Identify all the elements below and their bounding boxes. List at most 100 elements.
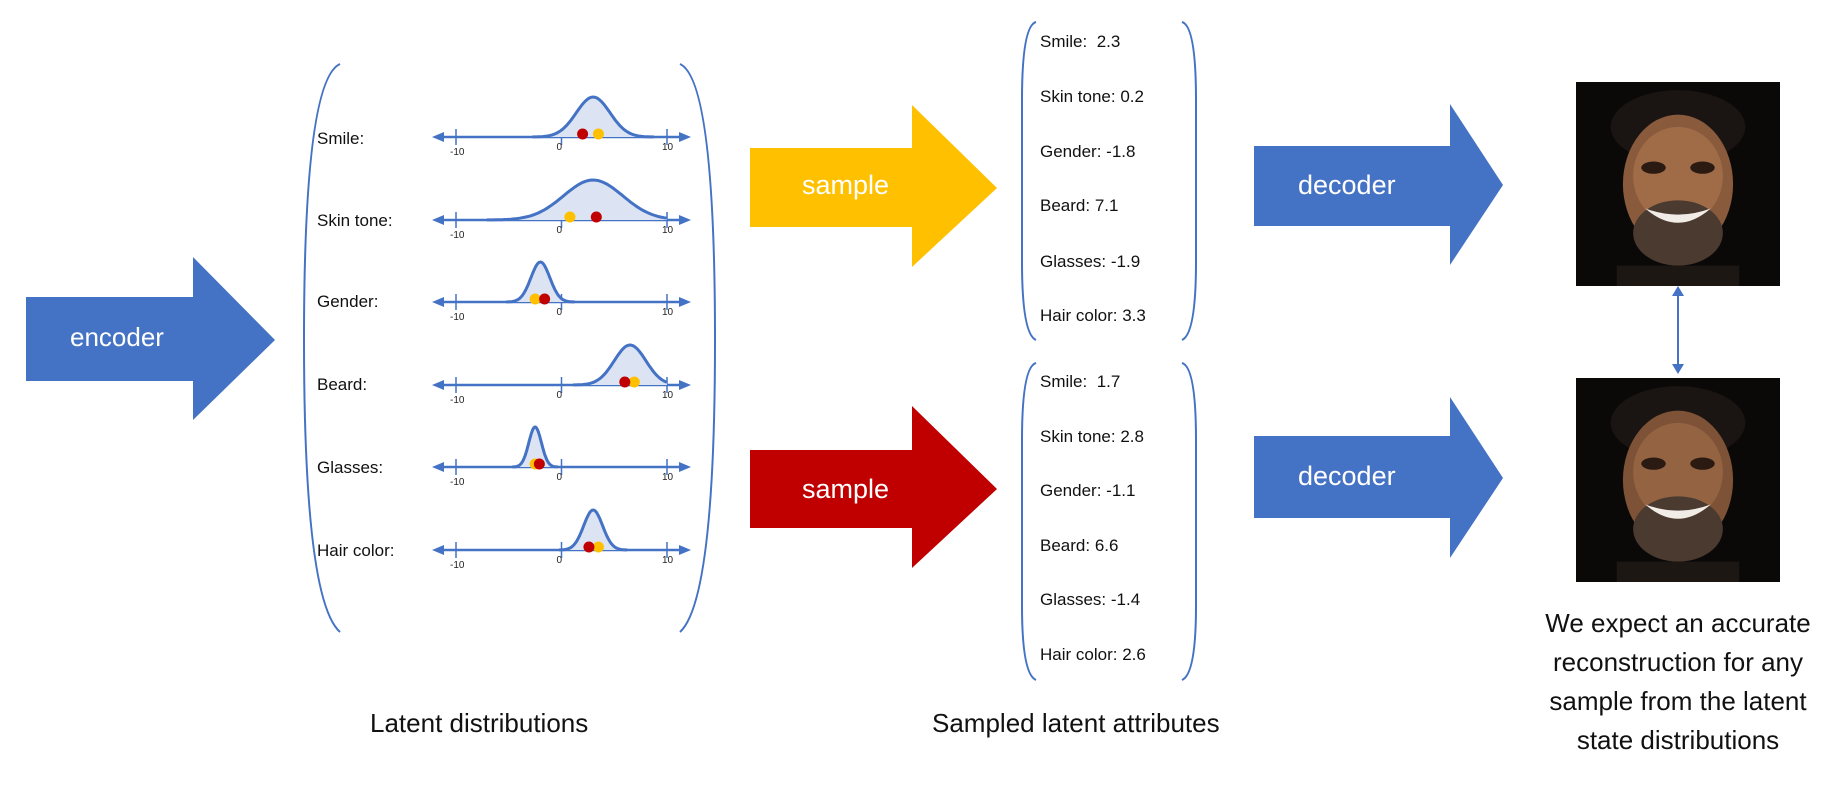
tick-label: -10 (450, 560, 465, 571)
sample-bottom-item: Hair color: 2.6 (1040, 645, 1146, 664)
axis-arrow-left (432, 545, 444, 555)
sample-dot-orange (628, 376, 640, 388)
sample-top-item: Beard: 7.1 (1040, 196, 1119, 215)
tick-label: 10 (662, 390, 674, 401)
sample-top-item: Smile: 2.3 (1040, 32, 1121, 51)
sample-top-label: sample (802, 170, 890, 200)
latent-bracket-right (679, 63, 717, 633)
axis-arrow-right (679, 380, 691, 390)
face-photo-icon (1576, 82, 1780, 286)
sample-top-bracket-right (1181, 21, 1197, 341)
tick-label: 10 (662, 225, 674, 236)
sample-top-bracket-left (1021, 21, 1037, 341)
latent-number-lines: -10 0 10 -10 0 10 -10 0 10 -10 0 10 -10 0 10 -10 0 10 (432, 95, 691, 571)
latent-label-hair-color: Hair color: (317, 541, 395, 560)
tick-label: 10 (662, 472, 674, 483)
latent-label-gender: Gender: (317, 292, 379, 311)
encoder-arrow (26, 257, 275, 420)
sample-bottom-label: sample (802, 474, 890, 504)
sample-bottom-item: Beard: 6.6 (1040, 536, 1119, 555)
tick-label: -10 (450, 312, 465, 323)
sample-arrow-bottom (750, 406, 997, 568)
latent-label-glasses: Glasses: (317, 458, 384, 477)
sample-dot-orange (592, 128, 604, 140)
distribution-fill (532, 97, 654, 137)
latent-bracket-left (302, 63, 341, 633)
distribution-curve (532, 95, 654, 139)
axis-arrow-left (432, 297, 444, 307)
double-arrow-icon (1672, 286, 1684, 374)
distribution-curve (506, 260, 575, 304)
sample-bottom-bracket-right (1181, 362, 1197, 681)
axis-arrow-right (679, 462, 691, 472)
tick-label: 0 (557, 472, 563, 483)
sample-dot-orange (564, 211, 576, 223)
tick-label: -10 (450, 395, 465, 406)
encoder-label: encoder (70, 322, 164, 352)
sample-bottom-item: Glasses: -1.4 (1040, 590, 1141, 609)
tick-label: -10 (450, 477, 465, 488)
sample-top-item: Glasses: -1.9 (1040, 252, 1141, 271)
distribution-curve (559, 508, 628, 552)
distribution-fill (486, 180, 667, 220)
axis-arrow-right (679, 545, 691, 555)
sample-dot-red (619, 376, 631, 388)
distribution-fill (573, 345, 667, 385)
output-note-line: We expect an accurate (1545, 608, 1811, 638)
axis-arrow-left (432, 462, 444, 472)
axis-arrow-left (432, 215, 444, 225)
axis-arrow-right (679, 215, 691, 225)
tick-label: 0 (557, 142, 563, 153)
tick-label: 0 (557, 225, 563, 236)
tick-label: -10 (450, 230, 465, 241)
tick-label: 10 (662, 307, 674, 318)
distribution-curve (512, 425, 558, 469)
output-note-line: reconstruction for any (1552, 647, 1803, 677)
face-photo-icon (1576, 378, 1780, 582)
tick-label: 0 (557, 555, 563, 566)
distribution-fill (506, 262, 575, 302)
sample-top-item: Hair color: 3.3 (1040, 306, 1146, 325)
decoder-arrow-bottom (1254, 397, 1503, 558)
samples-caption: Sampled latent attributes (932, 708, 1220, 738)
axis-arrow-right (679, 297, 691, 307)
sample-bottom-item: Skin tone: 2.8 (1040, 427, 1144, 446)
tick-label: -10 (450, 147, 465, 158)
decoder-arrow-top (1254, 104, 1503, 265)
decoder-bottom-label: decoder (1298, 461, 1396, 491)
latent-label-smile: Smile: (317, 129, 365, 148)
sample-dot-red (533, 458, 545, 470)
sample-dot-red (583, 541, 595, 553)
sample-bottom-item: Smile: 1.7 (1040, 372, 1121, 391)
sample-dot-red (590, 211, 602, 223)
output-note-line: sample from the latent (1549, 686, 1807, 716)
output-note: We expect an accurate reconstruction for… (1498, 604, 1838, 760)
latent-label-beard: Beard: (317, 375, 368, 394)
distribution-fill (558, 510, 628, 550)
sample-bottom-bracket-left (1021, 362, 1037, 681)
sample-dot-orange (529, 293, 541, 305)
tick-label: 0 (557, 390, 563, 401)
latent-caption: Latent distributions (370, 708, 589, 738)
distribution-curve (573, 343, 668, 387)
axis-arrow-left (432, 132, 444, 142)
tick-label: 10 (662, 142, 674, 153)
axis-arrow-left (432, 380, 444, 390)
sample-dot-red (539, 293, 551, 305)
latent-label-skin-tone: Skin tone: (317, 211, 393, 230)
sample-bottom-item: Gender: -1.1 (1040, 481, 1136, 500)
face-photo-bottom (1576, 378, 1780, 582)
axis-arrow-right (679, 132, 691, 142)
tick-label: 10 (662, 555, 674, 566)
sample-dot-red (577, 128, 589, 140)
decoder-top-label: decoder (1298, 170, 1396, 200)
sample-dot-orange (592, 541, 604, 553)
distribution-curve (486, 178, 668, 222)
tick-label: 0 (557, 307, 563, 318)
sample-top-item: Gender: -1.8 (1040, 142, 1136, 161)
sample-arrow-top (750, 105, 997, 267)
face-photo-top (1576, 82, 1780, 286)
output-note-line: state distributions (1576, 725, 1780, 755)
